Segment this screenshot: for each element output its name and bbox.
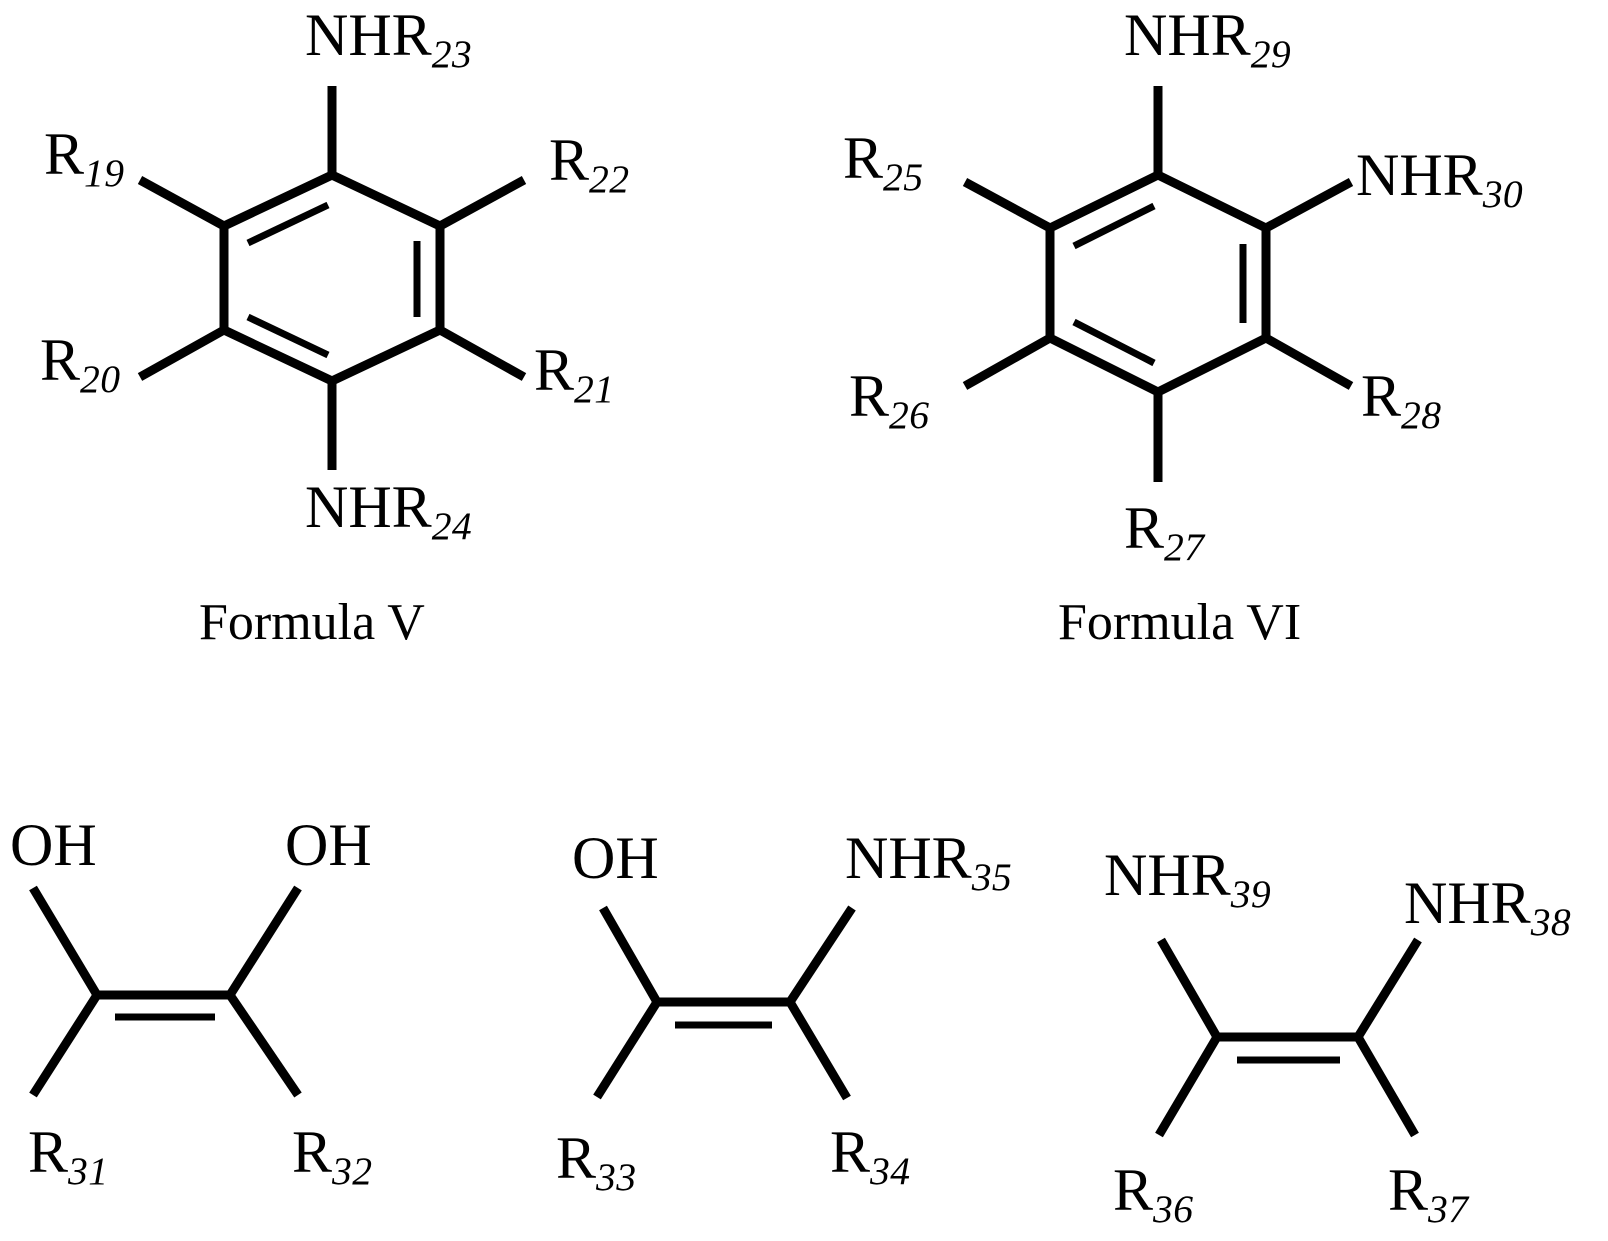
label-subscript: 19 (84, 150, 125, 195)
substituent-label-nhr23: NHR23 (305, 5, 472, 74)
substituent-label-r21: R21 (534, 340, 614, 409)
label-subscript: 29 (1250, 31, 1292, 76)
label-base: R (1124, 495, 1165, 561)
label-base: R (1361, 363, 1402, 429)
label-base: NHR (305, 2, 432, 68)
alkene-2-skeleton (593, 905, 856, 1101)
substituent-label-r25: R25 (843, 128, 923, 197)
label-base: R (843, 125, 884, 191)
label-subscript: 33 (596, 1154, 637, 1199)
label-base: R (1113, 1157, 1154, 1223)
substituent-label-r27: R27 (1124, 498, 1204, 567)
substituent-label-r20: R20 (40, 330, 120, 399)
label-base: OH (572, 825, 659, 891)
label-base: NHR (1104, 842, 1231, 908)
caption-formula-vi: Formula VI (1058, 594, 1302, 651)
substituent-label-r37: R37 (1388, 1160, 1468, 1229)
label-base: OH (10, 812, 97, 878)
label-subscript: 35 (971, 854, 1013, 899)
caption-formula-v: Formula V (199, 594, 425, 651)
label-base: NHR (305, 474, 432, 540)
formula-vi-ring (962, 86, 1354, 482)
label-subscript: 27 (1164, 524, 1205, 569)
label-base: R (549, 127, 590, 193)
substituent-label-r26: R26 (849, 366, 929, 435)
substituent-label-r36: R36 (1113, 1160, 1193, 1229)
substituent-label-r22: R22 (549, 130, 629, 199)
label-base: NHR (1356, 142, 1483, 208)
label-subscript: 28 (1401, 392, 1442, 437)
substituent-label-nhr39: NHR39 (1104, 845, 1271, 914)
formula-v-ring (137, 86, 527, 470)
label-subscript: 26 (889, 392, 930, 437)
substituent-label-oh-a: OH (10, 815, 97, 884)
label-base: NHR (1404, 870, 1531, 936)
substituent-label-nhr38: NHR38 (1404, 873, 1571, 942)
label-base: R (1388, 1157, 1429, 1223)
label-base: NHR (1124, 2, 1251, 68)
label-subscript: 20 (80, 356, 121, 401)
substituent-label-nhr24: NHR24 (305, 477, 472, 546)
substituent-label-oh-b: OH (285, 815, 372, 884)
alkene-1-skeleton (29, 885, 302, 1098)
substituent-label-r34: R34 (830, 1122, 910, 1191)
formula-vi-double-bonds (1072, 202, 1247, 367)
substituent-label-r28: R28 (1361, 366, 1441, 435)
label-subscript: 21 (574, 366, 615, 411)
label-base: R (534, 337, 575, 403)
substituent-label-nhr29: NHR29 (1124, 5, 1291, 74)
substituent-label-r31: R31 (28, 1122, 108, 1191)
label-subscript: 22 (589, 156, 630, 201)
label-subscript: 31 (68, 1148, 109, 1193)
label-subscript: 23 (431, 31, 473, 76)
label-base: R (830, 1119, 871, 1185)
label-subscript: 24 (431, 503, 473, 548)
substituent-label-oh-c: OH (572, 828, 659, 897)
label-base: R (44, 121, 85, 187)
substituent-label-r33: R33 (556, 1128, 636, 1197)
label-subscript: 39 (1230, 871, 1272, 916)
substituent-label-r32: R32 (292, 1122, 372, 1191)
label-base: OH (285, 812, 372, 878)
label-subscript: 37 (1428, 1186, 1469, 1231)
label-subscript: 38 (1530, 899, 1572, 944)
label-subscript: 25 (883, 154, 924, 199)
label-base: R (28, 1119, 69, 1185)
substituent-label-r19: R19 (44, 124, 124, 193)
formula-v-double-bonds (246, 201, 421, 359)
label-base: R (292, 1119, 333, 1185)
substituent-label-nhr30: NHR30 (1356, 145, 1523, 214)
substituent-label-nhr35: NHR35 (845, 828, 1012, 897)
label-base: R (40, 327, 81, 393)
alkene-3-skeleton (1155, 937, 1422, 1138)
label-subscript: 34 (870, 1148, 911, 1193)
label-subscript: 36 (1153, 1186, 1194, 1231)
label-subscript: 30 (1482, 171, 1524, 216)
label-base: R (556, 1125, 597, 1191)
label-subscript: 32 (332, 1148, 373, 1193)
label-base: R (849, 363, 890, 429)
label-base: NHR (845, 825, 972, 891)
